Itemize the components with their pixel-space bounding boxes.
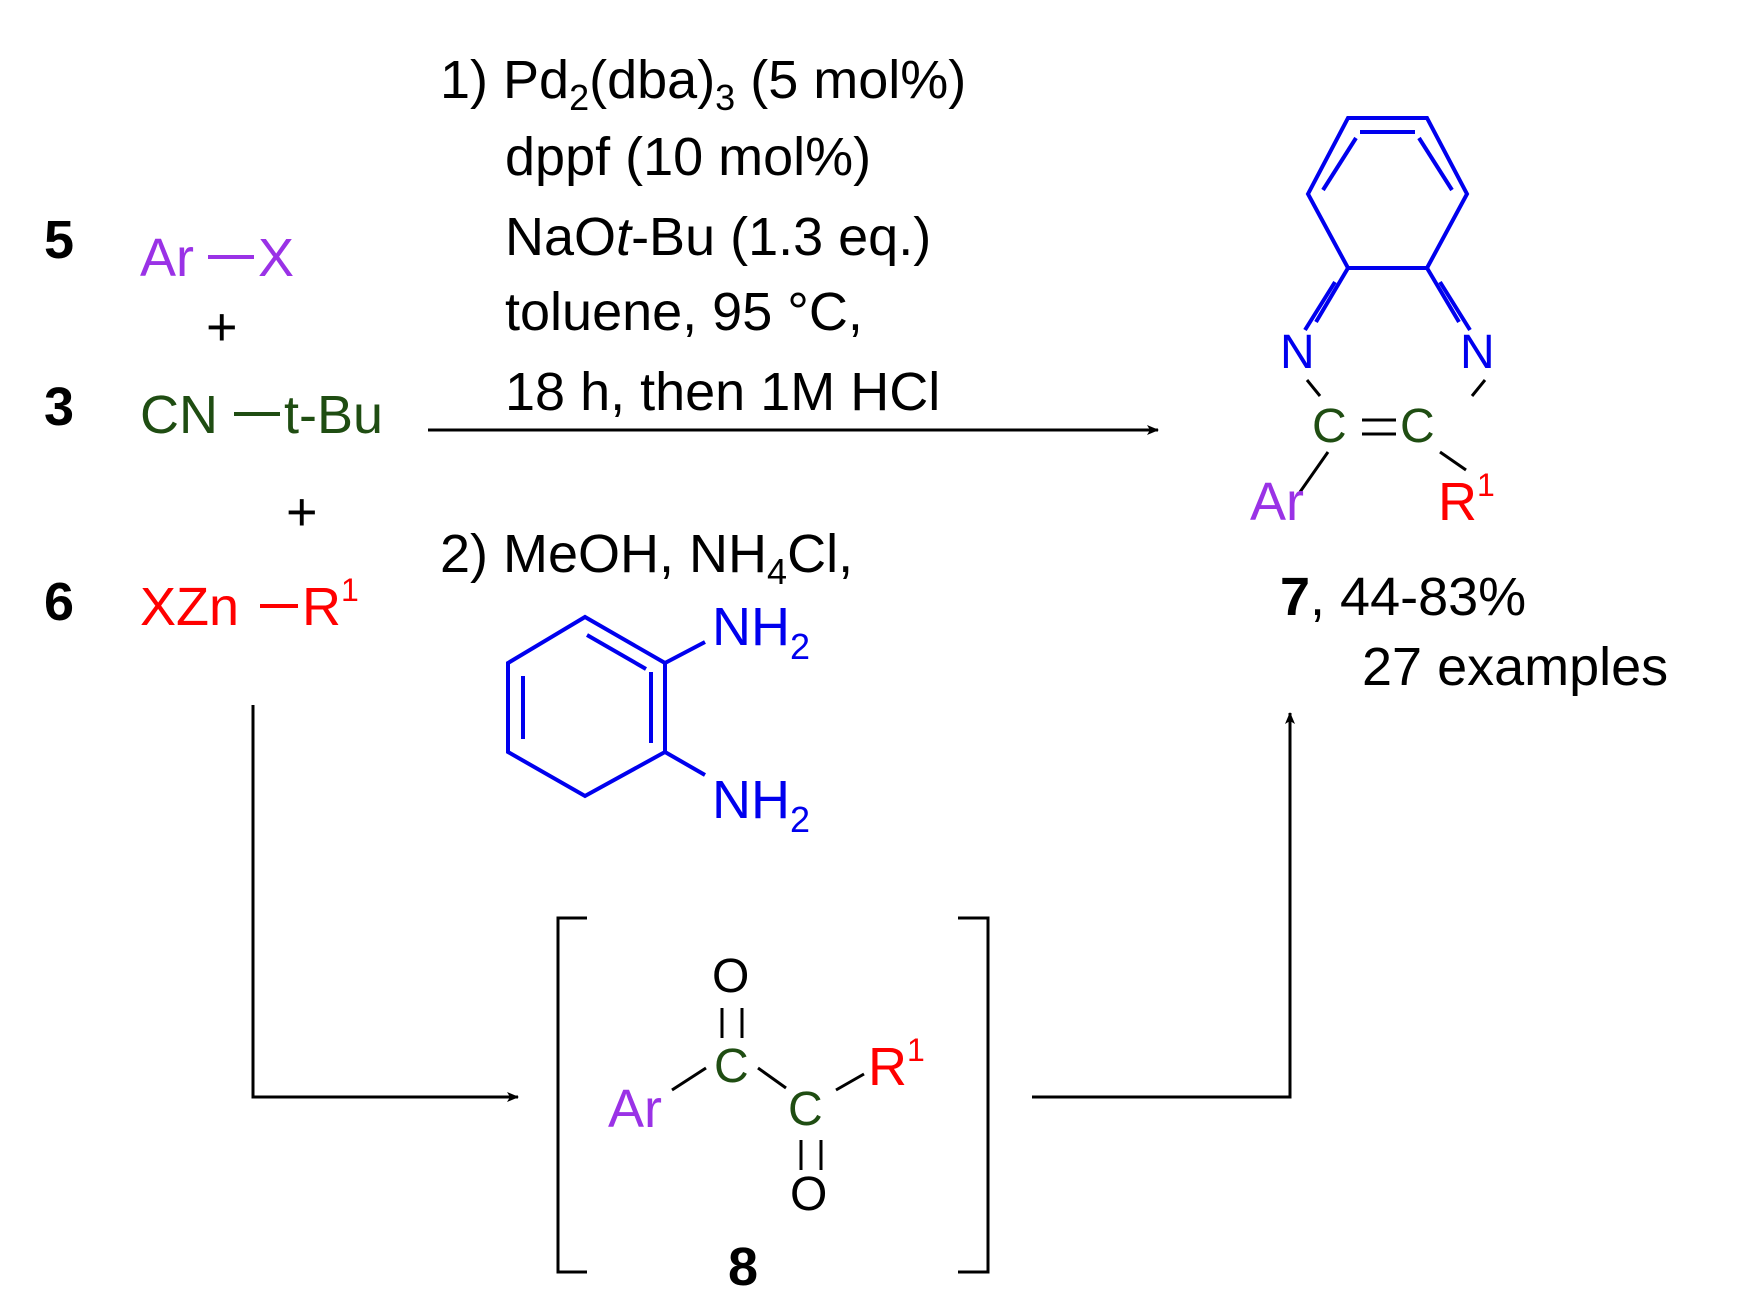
product-bond-n-c-left	[1305, 379, 1322, 397]
bracket-left	[556, 916, 587, 1274]
intermediate-8-structure: O C Ar C R1 O	[608, 950, 925, 1221]
intermediate-aryl-label: Ar	[608, 1079, 662, 1139]
product-carbon-right: C	[1400, 400, 1435, 453]
reactant-5: 5 Ar X	[44, 210, 294, 288]
condition-catalyst: 1) Pd2(dba)3 (5 mol%)	[440, 50, 966, 118]
reactant-3: 3 CN t-Bu	[44, 377, 383, 445]
diamine-benzene-ring	[506, 614, 667, 799]
condition-time: 18 h, then 1M HCl	[505, 362, 940, 422]
diamine-double-bond-2	[586, 633, 647, 671]
compound-number-6: 6	[44, 572, 74, 632]
intermediate-oxygen-bottom: O	[790, 1168, 827, 1221]
condition-solvent: toluene, 95 °C,	[505, 282, 863, 342]
compound-number-3: 3	[44, 377, 74, 437]
intermediate-carbon-top: C	[714, 1040, 749, 1093]
arrow-to-intermediate	[251, 705, 519, 1102]
bracket-right	[958, 916, 990, 1274]
product-aromatic-ring	[1303, 116, 1472, 332]
plus-sign-1: +	[206, 297, 238, 357]
product-double-bond-n-right	[1438, 280, 1472, 332]
product-nitrogen-left: N	[1280, 326, 1315, 379]
arrow-to-product	[1032, 712, 1295, 1099]
condition-ligand: dppf (10 mol%)	[505, 127, 871, 187]
product-double-bond-2	[1321, 136, 1358, 192]
product-double-bond-3	[1417, 136, 1454, 192]
product-bond-c-n-right	[1425, 266, 1461, 324]
amine-label-top: NH2	[712, 597, 810, 667]
compound-number-5: 5	[44, 210, 74, 270]
aryl-label: Ar	[140, 228, 194, 288]
plus-sign-2: +	[286, 482, 318, 542]
product-bond-n-c-right	[1470, 379, 1487, 397]
product-carbon-left: C	[1312, 400, 1347, 453]
step-1-conditions: 1) Pd2(dba)3 (5 mol%) dppf (10 mol%) NaO…	[440, 50, 966, 422]
organozinc-label: XZn	[140, 577, 239, 637]
intermediate-bond-c-r	[835, 1072, 865, 1092]
product-bond-c-ar	[1298, 451, 1330, 493]
diamine-bond-nh2-top	[664, 640, 706, 665]
isocyanide-label: CN	[140, 385, 218, 445]
compound-number-8: 8	[728, 1237, 758, 1297]
product-7-structure: N N C C Ar R1	[1250, 116, 1495, 532]
intermediate-bond-ar-c	[671, 1066, 707, 1092]
intermediate-carbon-bottom: C	[788, 1083, 823, 1136]
product-yield-label: 7, 44-83%	[1280, 567, 1526, 627]
o-phenylenediamine	[506, 614, 706, 799]
tert-butyl-label: t-Bu	[284, 385, 383, 445]
product-r-group-label: R1	[1438, 467, 1495, 532]
product-double-bond-n-left	[1303, 280, 1337, 332]
halide-label: X	[258, 228, 294, 288]
reactant-6: 6 XZn R1	[44, 572, 359, 637]
product-examples-label: 27 examples	[1362, 637, 1668, 697]
condition-base: NaOt-Bu (1.3 eq.)	[505, 207, 931, 267]
condition-workup: 2) MeOH, NH4Cl,	[440, 524, 853, 592]
intermediate-r-group-label: R1	[868, 1032, 925, 1097]
product-aryl-label: Ar	[1250, 472, 1304, 532]
amine-label-bottom: NH2	[712, 770, 810, 840]
diamine-bond-nh2-bottom	[664, 750, 706, 777]
product-bond-c-n-left	[1314, 266, 1350, 324]
product-bond-c-r	[1439, 450, 1467, 472]
product-benzene-ring	[1305, 116, 1470, 270]
step-2-conditions: 2) MeOH, NH4Cl,	[440, 524, 853, 592]
intermediate-bond-c-c	[757, 1066, 787, 1090]
r-group-label: R1	[302, 572, 359, 637]
product-nitrogen-right: N	[1460, 326, 1495, 379]
intermediate-oxygen-top: O	[712, 950, 749, 1003]
